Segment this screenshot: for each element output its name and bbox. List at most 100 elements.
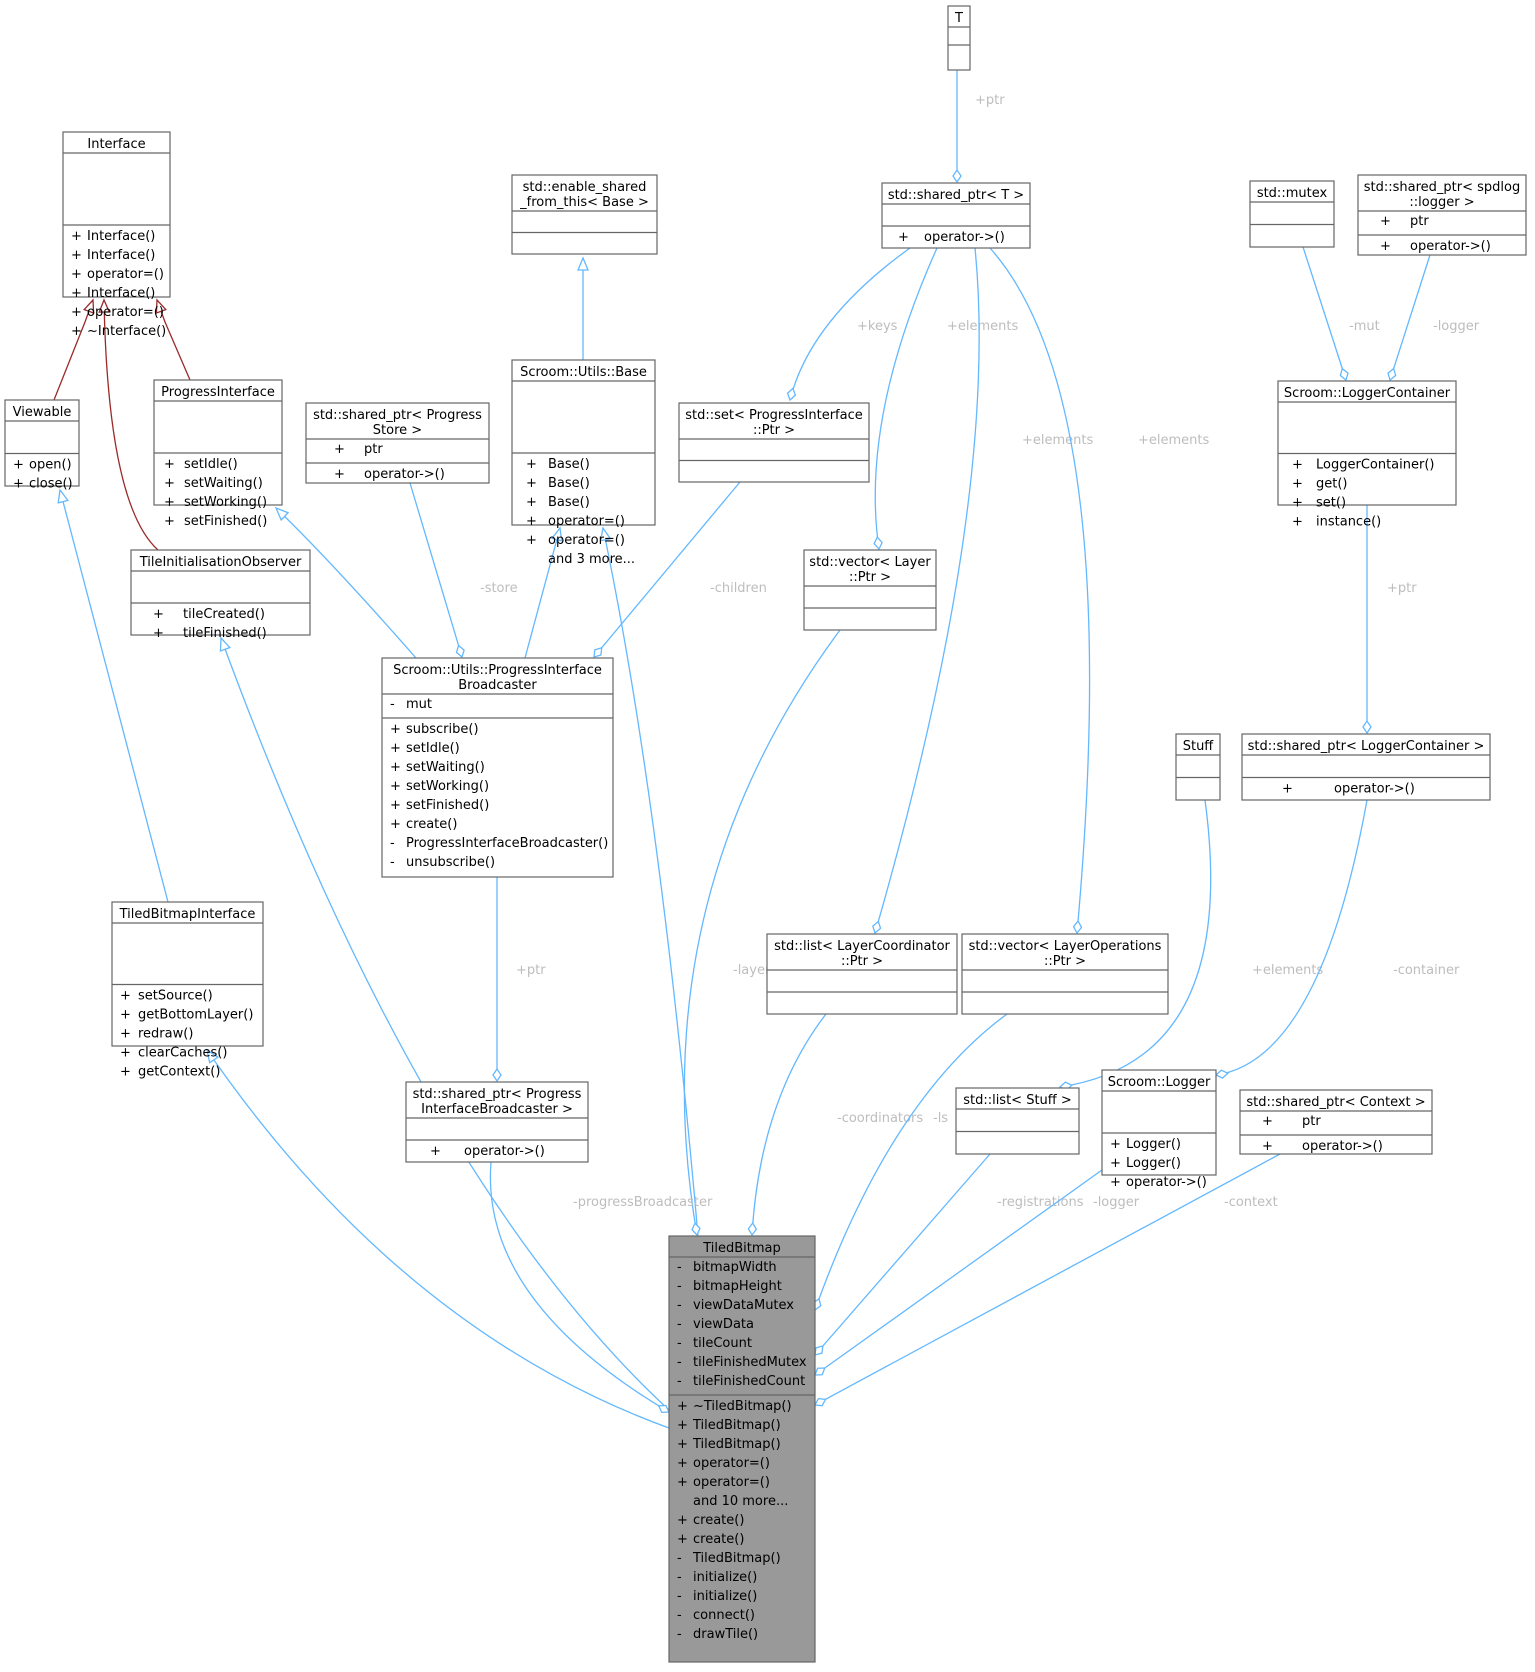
class-frame [1101, 1069, 1217, 1176]
member-visibility: + [1292, 477, 1303, 492]
operation-name: Logger() [1126, 1156, 1181, 1171]
member-visibility: - [677, 1317, 682, 1332]
member-visibility: - [390, 697, 395, 712]
edge-line [59, 489, 169, 903]
member-visibility: + [164, 476, 175, 491]
operation-name: connect() [693, 1608, 755, 1623]
class-utils-base[interactable]: Scroom::Utils::Base+Base()+Base()+Base()… [511, 359, 656, 567]
member-visibility: + [526, 457, 537, 472]
edge-line [814, 1153, 1281, 1406]
operation-name: initialize() [693, 1589, 757, 1604]
class-vector-layer[interactable]: std::vector< Layer::Ptr > [803, 549, 937, 631]
class-tile-init-observer[interactable]: TileInitialisationObserver+tileCreated()… [130, 549, 311, 641]
aggregation-edge-vector-layer-operations-tiled-bitmap: -ls [812, 1013, 1008, 1312]
aggregation-edge-logger-container-shared-ptr-logger-container: +ptr [1362, 505, 1417, 735]
class-interface[interactable]: Interface+Interface()+Interface()+operat… [62, 131, 171, 339]
operation-name: operator->() [364, 467, 445, 482]
class-frame [1239, 1089, 1433, 1155]
aggregation-diamond [813, 1397, 827, 1407]
class-logger[interactable]: Scroom::Logger+Logger()+Logger()+operato… [1101, 1069, 1217, 1190]
operation-name: operator=() [693, 1475, 770, 1490]
class-frame [511, 174, 658, 255]
class-logger-container[interactable]: Scroom::LoggerContainer+LoggerContainer(… [1277, 380, 1457, 530]
class-title: ::Ptr > [1044, 954, 1086, 969]
class-tiled-bitmap[interactable]: TiledBitmap-bitmapWidth-bitmapHeight-vie… [668, 1235, 816, 1663]
aggregation-diamond [1072, 919, 1083, 935]
class-title: ProgressInterface [161, 385, 275, 400]
class-title: ::logger > [1409, 195, 1474, 210]
aggregation-edge-shared-ptr-context-tiled-bitmap: -context [813, 1153, 1281, 1407]
edge-label: -layers [733, 963, 777, 978]
operation-name: drawTile() [693, 1627, 758, 1642]
class-title: std::shared_ptr< LoggerContainer > [1248, 739, 1485, 754]
member-visibility: + [526, 533, 537, 548]
edge-line [814, 1013, 1008, 1311]
operation-name: create() [693, 1513, 744, 1528]
member-visibility: - [677, 1279, 682, 1294]
class-frame [955, 1087, 1080, 1155]
class-frame [62, 131, 171, 298]
edge-label: +elements [1022, 433, 1093, 448]
class-vector-layer-operations[interactable]: std::vector< LayerOperations::Ptr > [961, 933, 1169, 1015]
operation-name: Logger() [1126, 1137, 1181, 1152]
class-shared-ptr-context[interactable]: std::shared_ptr< Context >+ptr+operator-… [1239, 1089, 1433, 1155]
class-pibroadcaster[interactable]: Scroom::Utils::ProgressInterfaceBroadcas… [381, 657, 614, 878]
aggregation-edge-shared-ptr-t-vector-layer-operations: +elements [989, 247, 1209, 935]
class-t[interactable]: T [947, 5, 971, 71]
operation-name: operator->() [1334, 782, 1415, 797]
operation-name: initialize() [693, 1570, 757, 1585]
member-visibility: + [71, 305, 82, 320]
class-shared-ptr-logger-container[interactable]: std::shared_ptr< LoggerContainer >+opera… [1241, 733, 1491, 801]
member-visibility: + [164, 457, 175, 472]
class-shared-ptr-t[interactable]: std::shared_ptr< T >+operator->() [881, 182, 1031, 249]
operation-name: subscribe() [406, 722, 479, 737]
operation-name: operator=() [548, 533, 625, 548]
class-enable-shared[interactable]: std::enable_shared_from_this< Base > [511, 174, 658, 255]
class-shared-ptr-pib[interactable]: std::shared_ptr< ProgressInterfaceBroadc… [405, 1081, 589, 1163]
attribute-name: ptr [1410, 214, 1429, 229]
class-set-progress-interface[interactable]: std::set< ProgressInterface::Ptr > [678, 402, 870, 483]
operation-name: TiledBitmap() [692, 1551, 781, 1566]
member-visibility: + [1292, 458, 1303, 473]
operation-name: LoggerContainer() [1316, 458, 1435, 473]
member-visibility: + [1380, 214, 1391, 229]
aggregation-edge-shared-ptr-t-set-progress-interface: +keys [786, 247, 911, 402]
class-title: std::list< LayerCoordinator [774, 939, 950, 954]
class-mutex[interactable]: std::mutex [1249, 180, 1335, 248]
class-title: std::shared_ptr< spdlog [1364, 180, 1520, 195]
class-list-stuff[interactable]: std::list< Stuff > [955, 1087, 1080, 1155]
edge-label: +keys [857, 319, 898, 334]
edge-label: -children [710, 581, 767, 596]
operation-name: operator->() [464, 1144, 545, 1159]
operation-name: setSource() [138, 989, 213, 1004]
class-title: std::vector< LayerOperations [969, 939, 1162, 954]
class-progress-interface[interactable]: ProgressInterface+setIdle()+setWaiting()… [153, 379, 283, 529]
aggregation-diamond [814, 1367, 826, 1376]
aggregation-diamond [873, 535, 883, 551]
class-frame [511, 359, 656, 526]
class-tiled-bitmap-interface[interactable]: TiledBitmapInterface+setSource()+getBott… [111, 901, 264, 1080]
edge-label: -container [1393, 963, 1460, 978]
aggregation-diamond [657, 1404, 671, 1414]
member-visibility: + [390, 817, 401, 832]
operation-name: Base() [548, 457, 590, 472]
class-title: InterfaceBroadcaster > [421, 1102, 573, 1117]
class-shared-ptr-spdlog[interactable]: std::shared_ptr< spdlog::logger >+ptr+op… [1357, 174, 1527, 256]
class-title: Broadcaster [458, 678, 537, 693]
class-viewable[interactable]: Viewable+open()+close() [4, 399, 80, 492]
aggregation-edge-set-progress-interface-pibroadcaster: -children [593, 481, 767, 658]
inheritance-edge-tiled-bitmap-utils-base [599, 526, 699, 1237]
class-stuff[interactable]: Stuff [1175, 733, 1221, 801]
member-visibility: + [677, 1513, 688, 1528]
member-visibility: + [390, 798, 401, 813]
aggregation-edge-shared-ptr-progress-store-pibroadcaster: -store [409, 482, 518, 659]
class-title: std::set< ProgressInterface [685, 408, 862, 423]
aggregation-edge-vector-layer-tiled-bitmap: -layers [683, 629, 841, 1237]
member-visibility: - [677, 1551, 682, 1566]
class-list-layer-coordinator[interactable]: std::list< LayerCoordinator::Ptr > [766, 933, 958, 1015]
class-title: Scroom::Utils::Base [520, 365, 647, 380]
aggregation-edge-shared-ptr-logger-container-logger: -container [1214, 799, 1460, 1079]
member-visibility: - [677, 1336, 682, 1351]
